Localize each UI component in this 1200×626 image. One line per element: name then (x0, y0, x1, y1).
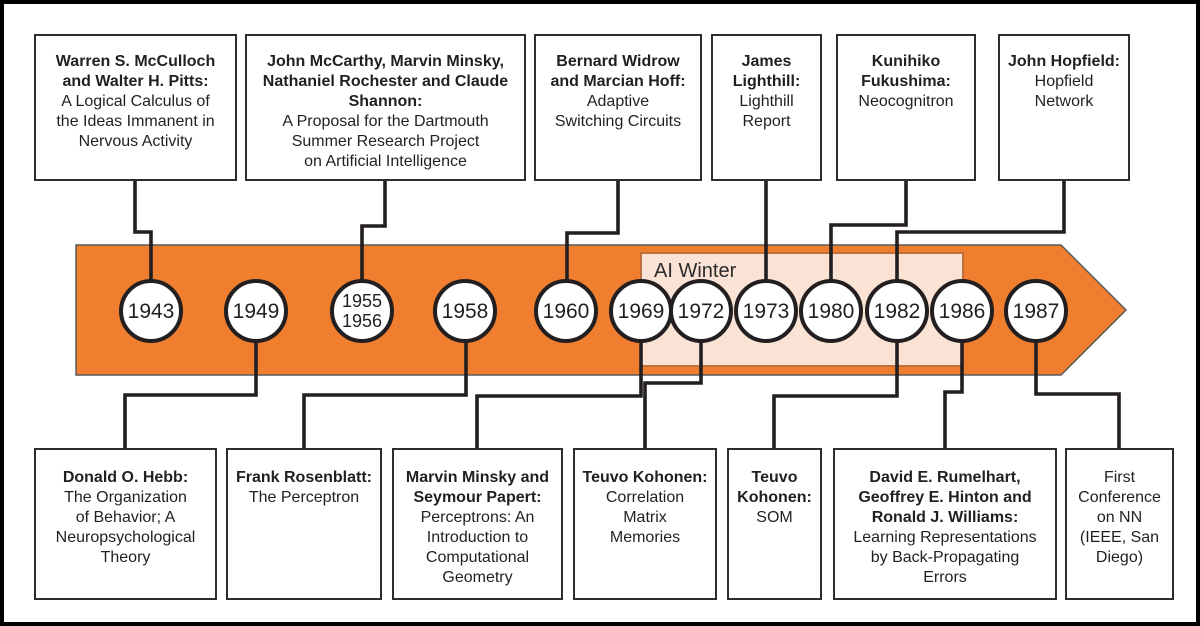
top-box-hopfield: John Hopfield: Hopfield Network (998, 34, 1130, 181)
event-authors: John McCarthy, Marvin Minsky, Nathaniel … (262, 53, 509, 110)
connector-fukushima-1980 (829, 181, 908, 284)
event-authors: Kunihiko Fukushima: (861, 53, 951, 90)
year-label: 1973 (742, 299, 790, 323)
event-authors: Teuvo Kohonen: (737, 469, 812, 506)
year-circle-1982: 1982 (865, 279, 929, 343)
year-circle-1949: 1949 (224, 279, 288, 343)
connector-dartmouth-1955 (360, 181, 387, 284)
year-label: 1980 (807, 299, 855, 323)
year-label: 1972 (677, 299, 725, 323)
event-title: Correlation Matrix Memories (605, 489, 685, 546)
year-label: 1986 (938, 299, 986, 323)
event-title: First Conference on NN (IEEE, San Diego) (1078, 469, 1161, 566)
connector-1987-conference (1034, 340, 1121, 450)
year-label: 1987 (1012, 299, 1060, 323)
connector-1958-rosenblatt (302, 340, 468, 450)
connector-1949-hebb (123, 340, 258, 450)
ai-winter-label: AI Winter (654, 260, 737, 282)
year-circle-1986: 1986 (930, 279, 994, 343)
event-authors: Warren S. McCulloch and Walter H. Pitts: (55, 53, 216, 90)
top-box-mcculloch-pitts: Warren S. McCulloch and Walter H. Pitts:… (34, 34, 237, 181)
year-circle-1958: 1958 (433, 279, 497, 343)
event-title: The Organization of Behavior; A Neuropsy… (55, 489, 196, 566)
year-circle-1955-1956: 1955 1956 (330, 279, 394, 343)
bottom-box-rosenblatt: Frank Rosenblatt: The Perceptron (226, 448, 382, 600)
connector-widrow-1960 (565, 181, 620, 284)
year-circle-1973: 1973 (734, 279, 798, 343)
event-title: Neocognitron (858, 93, 954, 110)
event-title: The Perceptron (248, 489, 360, 506)
event-authors: Frank Rosenblatt: (235, 469, 372, 486)
event-authors: Marvin Minsky and Seymour Papert: (405, 469, 550, 506)
bottom-box-first-nn-conference: First Conference on NN (IEEE, San Diego) (1065, 448, 1174, 600)
year-label: 1955 1956 (341, 291, 383, 331)
bottom-box-kohonen-som: Teuvo Kohonen: SOM (727, 448, 822, 600)
year-circle-1943: 1943 (119, 279, 183, 343)
top-box-fukushima: Kunihiko Fukushima: Neocognitron (836, 34, 976, 181)
event-authors: David E. Rumelhart, Geoffrey E. Hinton a… (858, 469, 1032, 526)
connector-1969-minsky (475, 340, 643, 450)
connector-lines (123, 181, 1121, 450)
event-authors: James Lighthill: (732, 53, 801, 90)
event-authors: John Hopfield: (1008, 53, 1120, 70)
connector-1982-kohonen-som (772, 340, 899, 450)
top-box-lighthill: James Lighthill: Lighthill Report (711, 34, 822, 181)
connector-1986-rumelhart (943, 340, 964, 450)
connector-hopfield-1982 (895, 181, 1066, 284)
year-label: 1949 (232, 299, 280, 323)
event-title: Adaptive Switching Circuits (554, 93, 682, 130)
event-authors: Donald O. Hebb: (62, 469, 189, 486)
event-title: Learning Representations by Back-Propaga… (853, 529, 1037, 586)
year-circle-1969: 1969 (609, 279, 673, 343)
event-authors: Bernard Widrow and Marcian Hoff: (550, 53, 686, 90)
event-title: A Logical Calculus of the Ideas Immanent… (56, 93, 215, 150)
year-label: 1969 (617, 299, 665, 323)
event-title: A Proposal for the Dartmouth Summer Rese… (282, 113, 489, 170)
bottom-box-rumelhart-hinton-williams: David E. Rumelhart, Geoffrey E. Hinton a… (833, 448, 1057, 600)
year-circle-1987: 1987 (1004, 279, 1068, 343)
event-title: Lighthill Report (739, 93, 794, 130)
top-box-dartmouth-proposal: John McCarthy, Marvin Minsky, Nathaniel … (245, 34, 526, 181)
year-circle-1972: 1972 (669, 279, 733, 343)
bottom-box-hebb: Donald O. Hebb: The Organization of Beha… (34, 448, 217, 600)
year-label: 1943 (127, 299, 175, 323)
year-label: 1958 (441, 299, 489, 323)
year-circle-1960: 1960 (534, 279, 598, 343)
event-authors: Teuvo Kohonen: (582, 469, 708, 486)
year-label: 1960 (542, 299, 590, 323)
connector-mcculloch-1943 (133, 181, 153, 284)
top-box-widrow-hoff: Bernard Widrow and Marcian Hoff: Adaptiv… (534, 34, 702, 181)
event-title: Perceptrons: An Introduction to Computat… (420, 509, 535, 586)
year-circle-1980: 1980 (799, 279, 863, 343)
bottom-box-minsky-papert: Marvin Minsky and Seymour Papert: Percep… (392, 448, 563, 600)
bottom-box-kohonen-cmm: Teuvo Kohonen: Correlation Matrix Memori… (573, 448, 717, 600)
event-title: SOM (756, 509, 793, 526)
year-label: 1982 (873, 299, 921, 323)
event-title: Hopfield Network (1034, 73, 1094, 110)
connector-1972-kohonen-cmm (643, 340, 703, 450)
